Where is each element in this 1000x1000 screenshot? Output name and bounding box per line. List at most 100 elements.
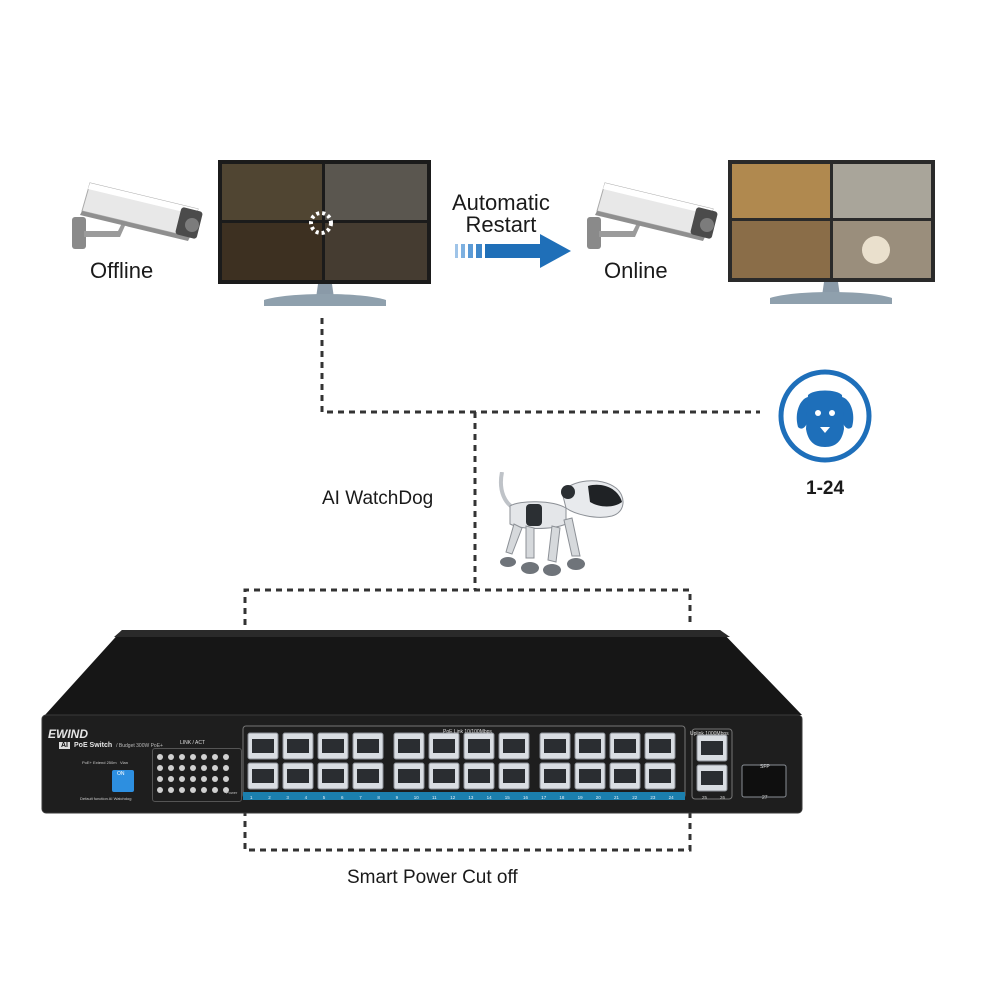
- status-led: [179, 754, 185, 760]
- status-led: [212, 776, 218, 782]
- status-led: [212, 787, 218, 793]
- status-led: [190, 787, 196, 793]
- led-header: LINK / ACT: [180, 740, 206, 746]
- status-led: [190, 754, 196, 760]
- status-led: [201, 754, 207, 760]
- switch-top-bracket: [243, 588, 692, 625]
- dip-on-label: ON: [117, 771, 125, 777]
- status-led: [201, 765, 207, 771]
- uplink-number-label: 26: [720, 795, 726, 800]
- switch-brand-logo: EWIND: [48, 727, 88, 741]
- switch-model-sub: / Budget 300W PoE+: [116, 742, 163, 749]
- port-number-strip: [243, 792, 685, 800]
- status-led: [223, 787, 229, 793]
- port-number-label: 12: [450, 795, 456, 800]
- online-label: Online: [604, 258, 668, 283]
- dip-vlan-label: Vlan: [120, 760, 129, 765]
- rj45-port-opening: [614, 739, 636, 753]
- rj45-port-opening: [614, 769, 636, 783]
- rj45-port-opening: [544, 769, 566, 783]
- offline-monitor: [218, 160, 431, 306]
- rj45-port-opening: [579, 739, 601, 753]
- uplink-port-opening: [701, 741, 723, 755]
- rj45-port-opening: [468, 769, 490, 783]
- port-number-label: 17: [541, 795, 547, 800]
- port-number-label: 3: [286, 795, 289, 800]
- led-panel: [152, 748, 242, 802]
- loading-spinner-icon: [309, 211, 333, 235]
- online-monitor: [728, 160, 935, 304]
- status-led: [223, 754, 229, 760]
- dip-top-label: PoE+ Extend 250m: [82, 760, 117, 765]
- sfp-label: SFP: [760, 764, 770, 770]
- automatic-restart-label: Automatic Restart: [452, 192, 550, 236]
- rj45-port-opening: [433, 739, 455, 753]
- status-led: [157, 754, 163, 760]
- rj45-port-opening: [287, 769, 309, 783]
- port-range-label: 1-24: [806, 478, 845, 499]
- status-led: [201, 787, 207, 793]
- port-number-label: 8: [377, 795, 380, 800]
- status-led: [223, 776, 229, 782]
- rj45-port-opening: [287, 739, 309, 753]
- status-led: [223, 765, 229, 771]
- switch-model: PoE Switch: [74, 742, 113, 749]
- rj45-port-opening: [357, 769, 379, 783]
- robot-dog-icon: [499, 472, 624, 576]
- status-led: [212, 765, 218, 771]
- uplink-port-frame: [691, 728, 733, 800]
- status-led: [168, 765, 174, 771]
- port-number-label: 11: [432, 795, 437, 800]
- rj45-port-opening: [252, 739, 274, 753]
- status-led: [179, 776, 185, 782]
- port-number-label: 18: [559, 795, 565, 800]
- port-number-label: 5: [323, 795, 326, 800]
- rj45-port-opening: [433, 769, 455, 783]
- status-led: [179, 765, 185, 771]
- dip-bottom-label: Default function AI Watchdog: [80, 796, 132, 801]
- rj45-port-opening: [649, 769, 671, 783]
- restart-line2: Restart: [465, 212, 537, 237]
- smart-power-cut-label: Smart Power Cut off: [347, 867, 518, 888]
- port-number-label: 15: [505, 795, 511, 800]
- ai-watchdog-label: AI WatchDog: [322, 488, 434, 509]
- port-number-label: 1: [250, 795, 253, 800]
- sfp-port[interactable]: [741, 764, 787, 798]
- port-number-label: 9: [396, 795, 399, 800]
- dip-switch[interactable]: ON: [112, 770, 134, 792]
- status-led: [179, 787, 185, 793]
- rj45-port-opening: [468, 739, 490, 753]
- port-number-label: 6: [341, 795, 344, 800]
- port-number-label: 7: [359, 795, 362, 800]
- status-led: [212, 754, 218, 760]
- port-number-label: 21: [614, 795, 620, 800]
- status-led: [157, 787, 163, 793]
- ai-badge: AI: [59, 742, 70, 749]
- rj45-port-opening: [503, 739, 525, 753]
- status-led: [157, 765, 163, 771]
- power-led-label: Power: [226, 790, 238, 795]
- port-number-label: 4: [305, 795, 308, 800]
- left-camera-icon: [72, 182, 203, 249]
- rj45-port-opening: [503, 769, 525, 783]
- status-led: [168, 754, 174, 760]
- port-number-label: 24: [669, 795, 675, 800]
- right-camera-icon: [587, 182, 718, 249]
- port-number-label: 19: [578, 795, 584, 800]
- rj45-port-opening: [252, 769, 274, 783]
- port-number-label: 2: [268, 795, 271, 800]
- rj45-port-opening: [357, 739, 379, 753]
- status-led: [168, 776, 174, 782]
- poe-header: PoE Link 10/100Mbps: [443, 729, 492, 735]
- rj45-port-opening: [649, 739, 671, 753]
- watchdog-dog-icon: [778, 369, 872, 463]
- port-number-label: 10: [414, 795, 420, 800]
- restart-line1: Automatic: [452, 190, 550, 215]
- port-number-label: 20: [596, 795, 602, 800]
- status-led: [168, 787, 174, 793]
- rj45-port-opening: [398, 739, 420, 753]
- sfp-port-number: 27: [762, 795, 768, 801]
- rj45-port-opening: [322, 739, 344, 753]
